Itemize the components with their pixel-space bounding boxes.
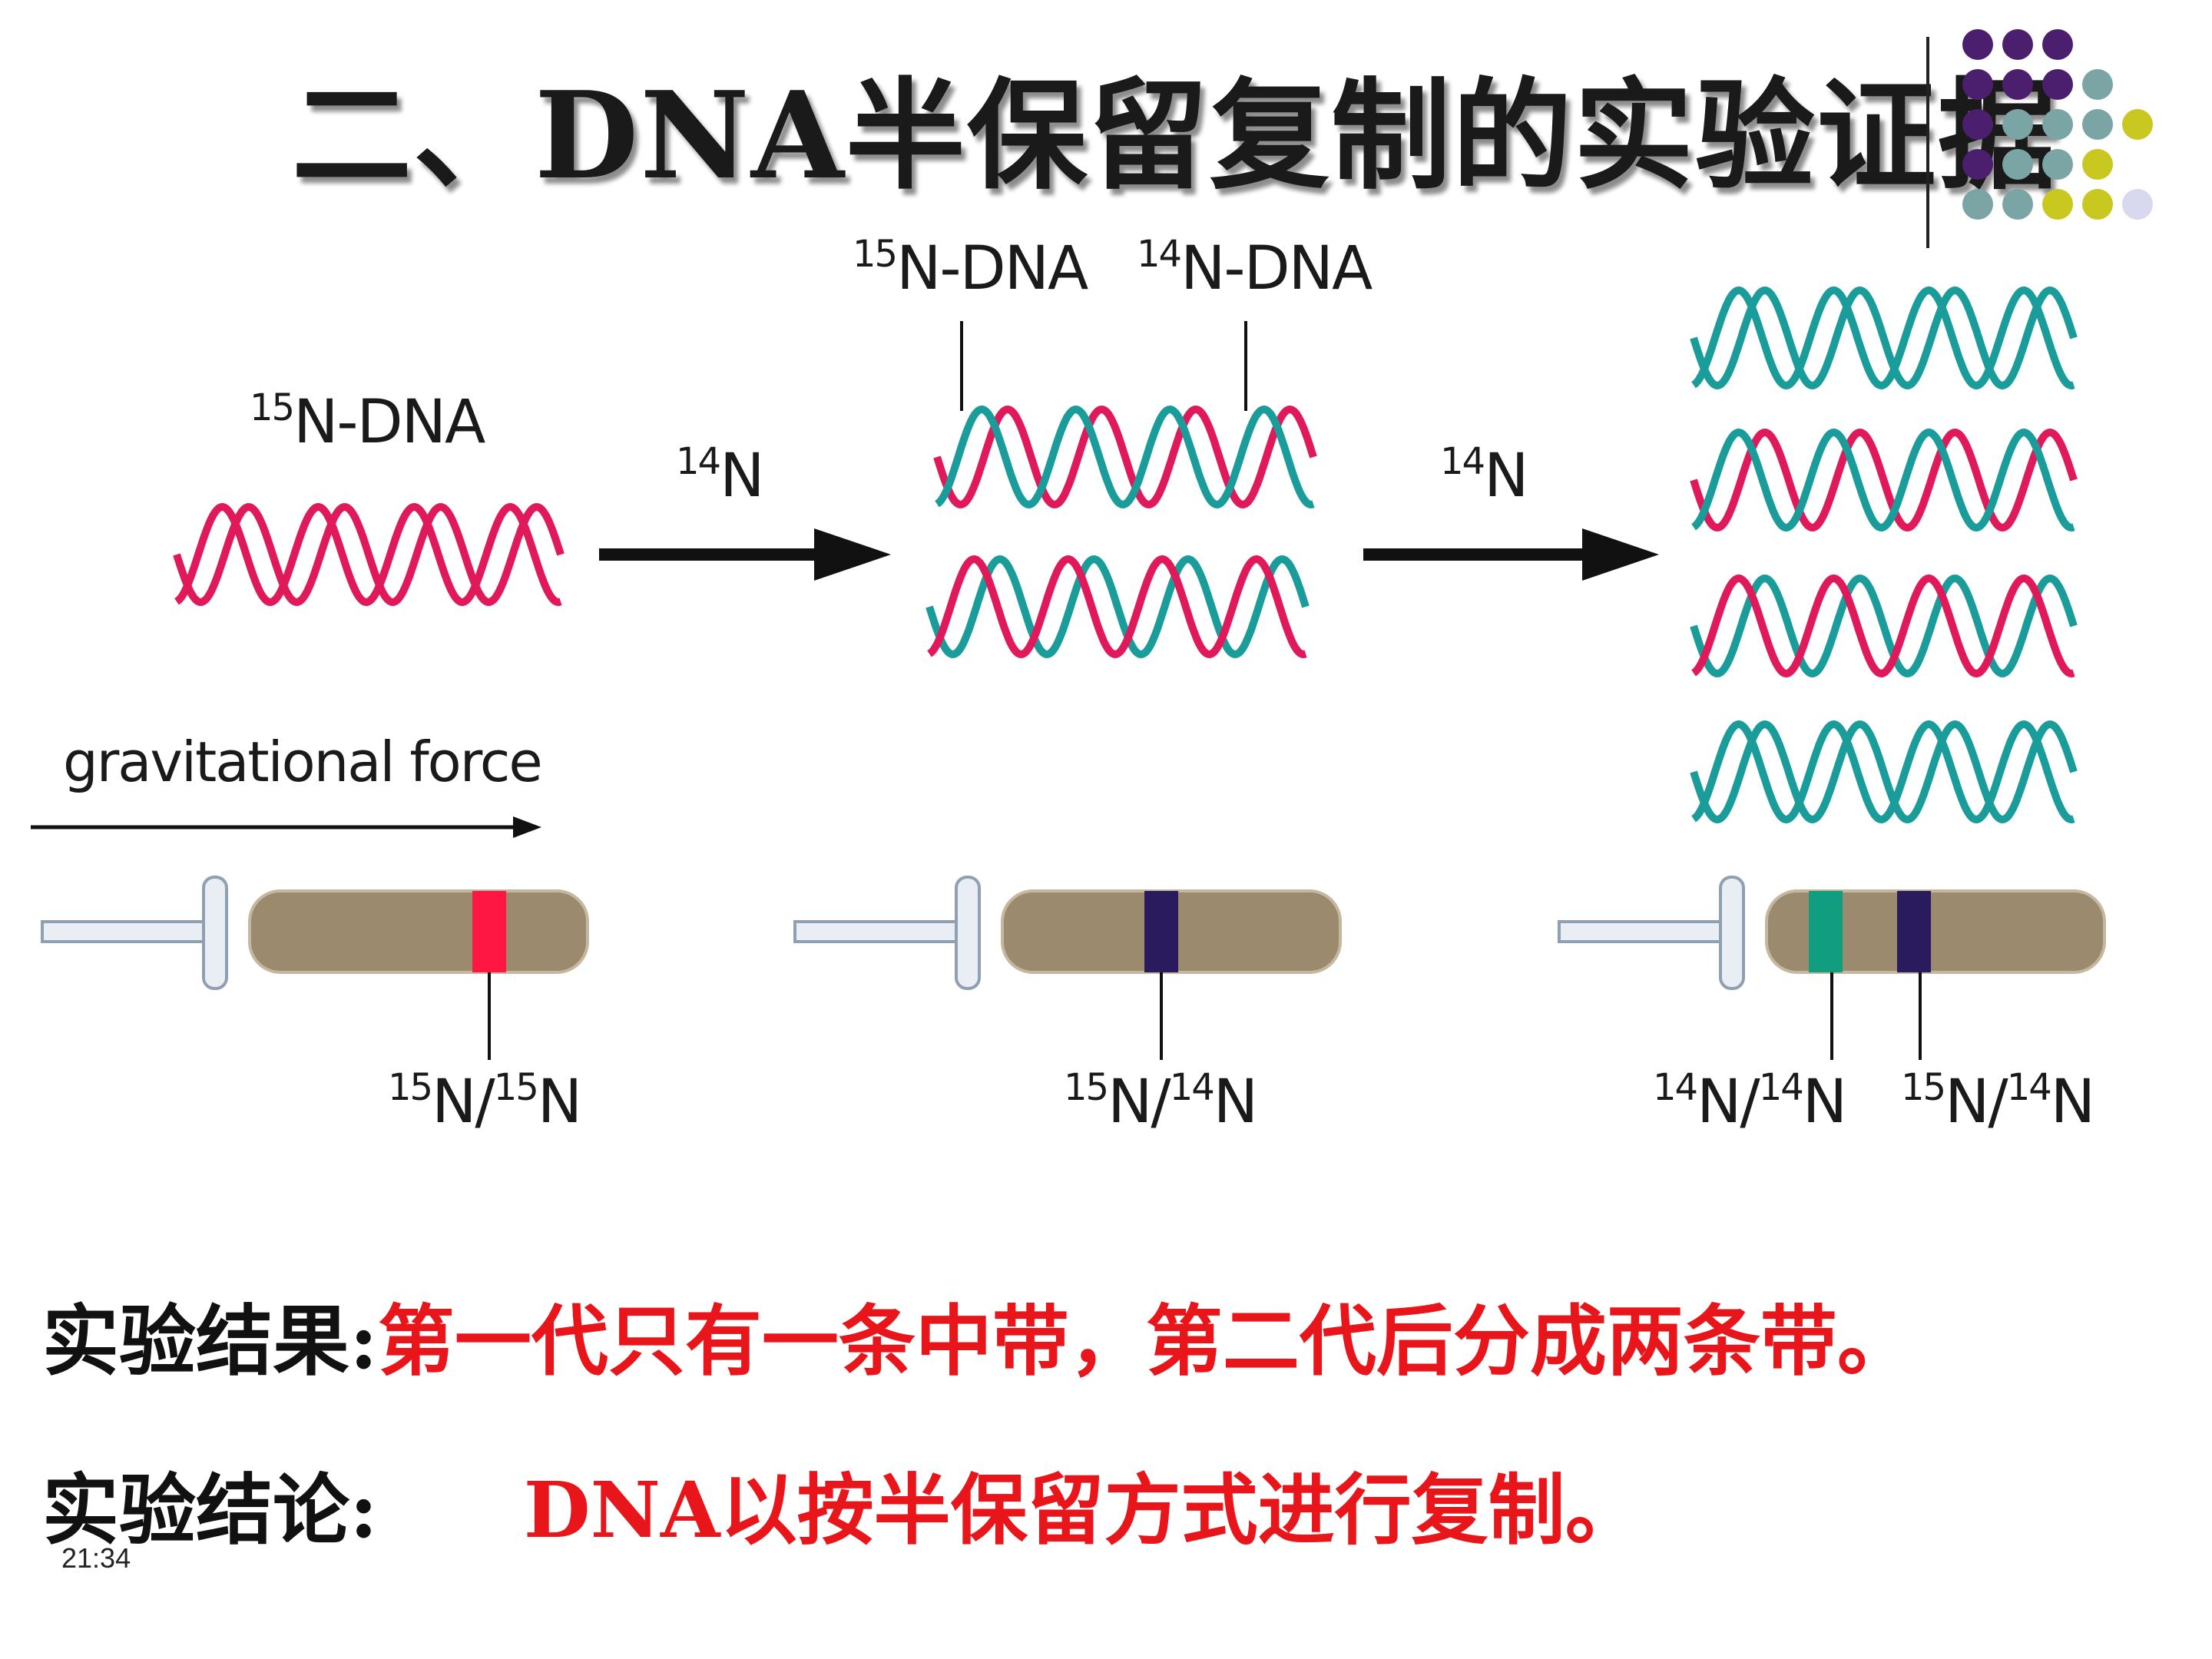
decor-dot [2002, 29, 2033, 60]
strand-b [1691, 286, 2075, 390]
decor-dot [2002, 189, 2033, 220]
gen1-helix-a [933, 405, 1317, 509]
tube-band [1144, 891, 1178, 972]
conclusion-line: 实验结论: DNA以按半保留方式进行复制。 [42, 1448, 1642, 1559]
heavy-dna-label: 15N-DNA [853, 233, 1088, 303]
gravity-arrow-head [513, 816, 541, 838]
strand-a [1690, 720, 2078, 823]
tube-generation-1 [793, 876, 1342, 1060]
gen2-helix-2 [1690, 428, 2078, 532]
decor-dot [1962, 189, 1993, 220]
tube-body [248, 889, 589, 974]
tube-rod [41, 920, 213, 943]
decor-dot [1962, 29, 1993, 60]
tube-body [1765, 889, 2106, 974]
tube-rod [793, 920, 965, 943]
light-dna-label: 14N-DNA [1137, 233, 1373, 303]
band-label-light: 14N/14N [1653, 1066, 1847, 1137]
generation-arrow-1-head [814, 528, 891, 581]
arrow-1-label: 14N [676, 440, 764, 511]
tube-generation-0 [41, 876, 589, 1060]
generation-arrow-2-head [1582, 528, 1659, 581]
strand-a [1690, 575, 2078, 677]
tube-cap [202, 876, 228, 990]
arrow-2-label: 14N [1440, 440, 1528, 511]
decor-dot [1962, 149, 1993, 180]
band-label-heavy: 15N/15N [388, 1066, 582, 1137]
decor-dot [2042, 109, 2073, 140]
gen2-helix-3 [1690, 574, 2078, 678]
decor-dot [2122, 109, 2153, 140]
gen1-helix-b [926, 555, 1310, 659]
result-text: 第一代只有一条中带，第二代后分成两条带。 [377, 1296, 1914, 1386]
strand-a [1690, 286, 2078, 389]
tube-cap [1719, 876, 1745, 990]
conclusion-label: 实验结论: [42, 1465, 378, 1555]
strand-b [1691, 574, 2075, 678]
decor-dot [2002, 149, 2033, 180]
decor-dot [2042, 149, 2073, 180]
decor-dot [1962, 109, 1993, 140]
tube-band [1897, 891, 1931, 972]
decor-dot [2042, 189, 2073, 220]
decor-dot [1962, 69, 1993, 100]
tube-cap [955, 876, 981, 990]
decor-dot [2002, 109, 2033, 140]
parent-dna-label: 15N-DNA [250, 386, 485, 457]
tube-band [472, 891, 506, 972]
title-divider [1926, 37, 1929, 248]
strand-b [927, 555, 1307, 659]
gen2-helix-1 [1690, 286, 2078, 390]
strand-b [174, 502, 562, 607]
result-line: 实验结果:第一代只有一条中带，第二代后分成两条带。 [42, 1279, 1914, 1390]
timestamp: 21:34 [61, 1542, 131, 1574]
tube-rod [1558, 920, 1730, 943]
decor-dot [2002, 69, 2033, 100]
decor-dot [2082, 149, 2113, 180]
decor-dot [2082, 189, 2113, 220]
result-label: 实验结果: [42, 1296, 378, 1386]
tube-generation-2 [1558, 876, 2106, 1060]
strand-a [933, 406, 1317, 508]
decor-dot [2042, 29, 2073, 60]
decor-dot [2082, 109, 2113, 140]
strand-a [926, 555, 1310, 658]
decor-dot-grid [1962, 29, 2177, 244]
decor-dot [2042, 69, 2073, 100]
parent-helix [173, 502, 565, 607]
strand-a [173, 503, 565, 606]
decor-dot [2082, 69, 2113, 100]
strand-a [1690, 429, 2078, 531]
gen2-helix-4 [1690, 720, 2078, 824]
tube-band [1809, 891, 1843, 972]
strand-b [935, 405, 1315, 509]
page-title: 二、DNA半保留复制的实验证据 [292, 65, 2059, 206]
band-label-hybrid: 15N/14N [1064, 1066, 1258, 1137]
gravity-label: gravitational force [63, 730, 543, 794]
decor-dot [2122, 189, 2153, 220]
strand-b [1691, 720, 2075, 824]
strand-b [1691, 428, 2075, 532]
conclusion-text: DNA以按半保留方式进行复制。 [523, 1465, 1642, 1555]
band-label-hybrid-2: 15N/14N [1901, 1066, 2095, 1137]
